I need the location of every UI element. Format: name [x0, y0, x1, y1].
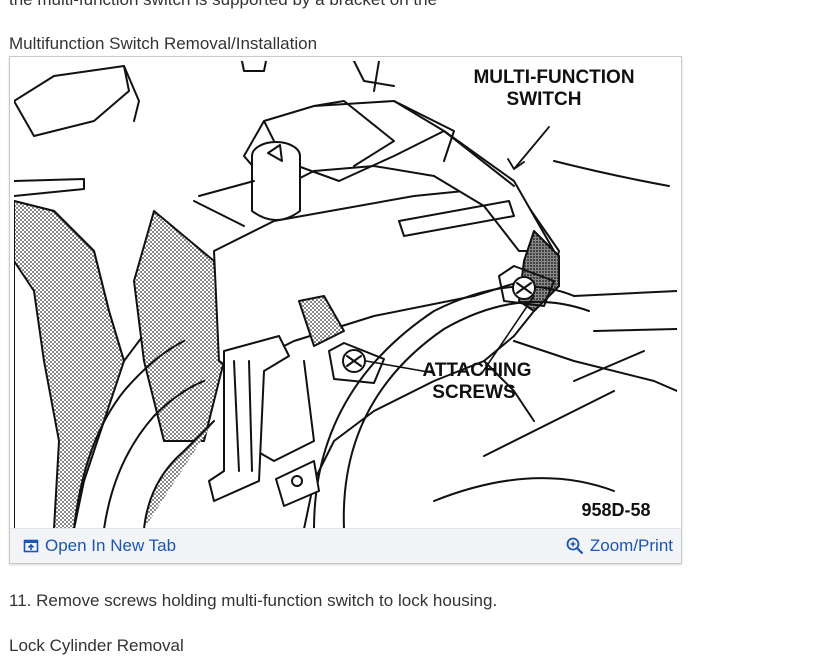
- callout-screws-line2: SCREWS: [432, 382, 515, 403]
- figure-toolbar: Open In New Tab Zoom/Print: [10, 528, 681, 563]
- zoom-print-label: Zoom/Print: [589, 536, 673, 555]
- figure-container: MULTI-FUNCTION SWITCH ATTACHING SCREWS 9…: [9, 56, 682, 564]
- figure-code: 958D-58: [581, 500, 650, 520]
- callout-switch-line1: MULTI-FUNCTION: [473, 67, 634, 88]
- callout-switch-line2: SWITCH: [507, 89, 582, 110]
- partial-heading-bottom: Lock Cylinder Removal: [9, 636, 184, 655]
- open-new-tab-link[interactable]: Open In New Tab: [23, 536, 176, 556]
- open-new-tab-label: Open In New Tab: [45, 536, 177, 555]
- switch-diagram[interactable]: MULTI-FUNCTION SWITCH ATTACHING SCREWS 9…: [14, 61, 677, 529]
- open-new-tab-icon: [23, 538, 39, 554]
- magnifier-icon: [566, 537, 584, 555]
- diagram-illustration: MULTI-FUNCTION SWITCH ATTACHING SCREWS 9…: [14, 61, 677, 529]
- callout-screws-line1: ATTACHING: [422, 360, 531, 381]
- figure-title: Multifunction Switch Removal/Installatio…: [9, 34, 318, 53]
- partial-paragraph-top: the multi-function switch is supported b…: [9, 0, 437, 10]
- zoom-print-link[interactable]: Zoom/Print: [566, 536, 673, 556]
- step-instruction: 11. Remove screws holding multi-function…: [9, 591, 498, 610]
